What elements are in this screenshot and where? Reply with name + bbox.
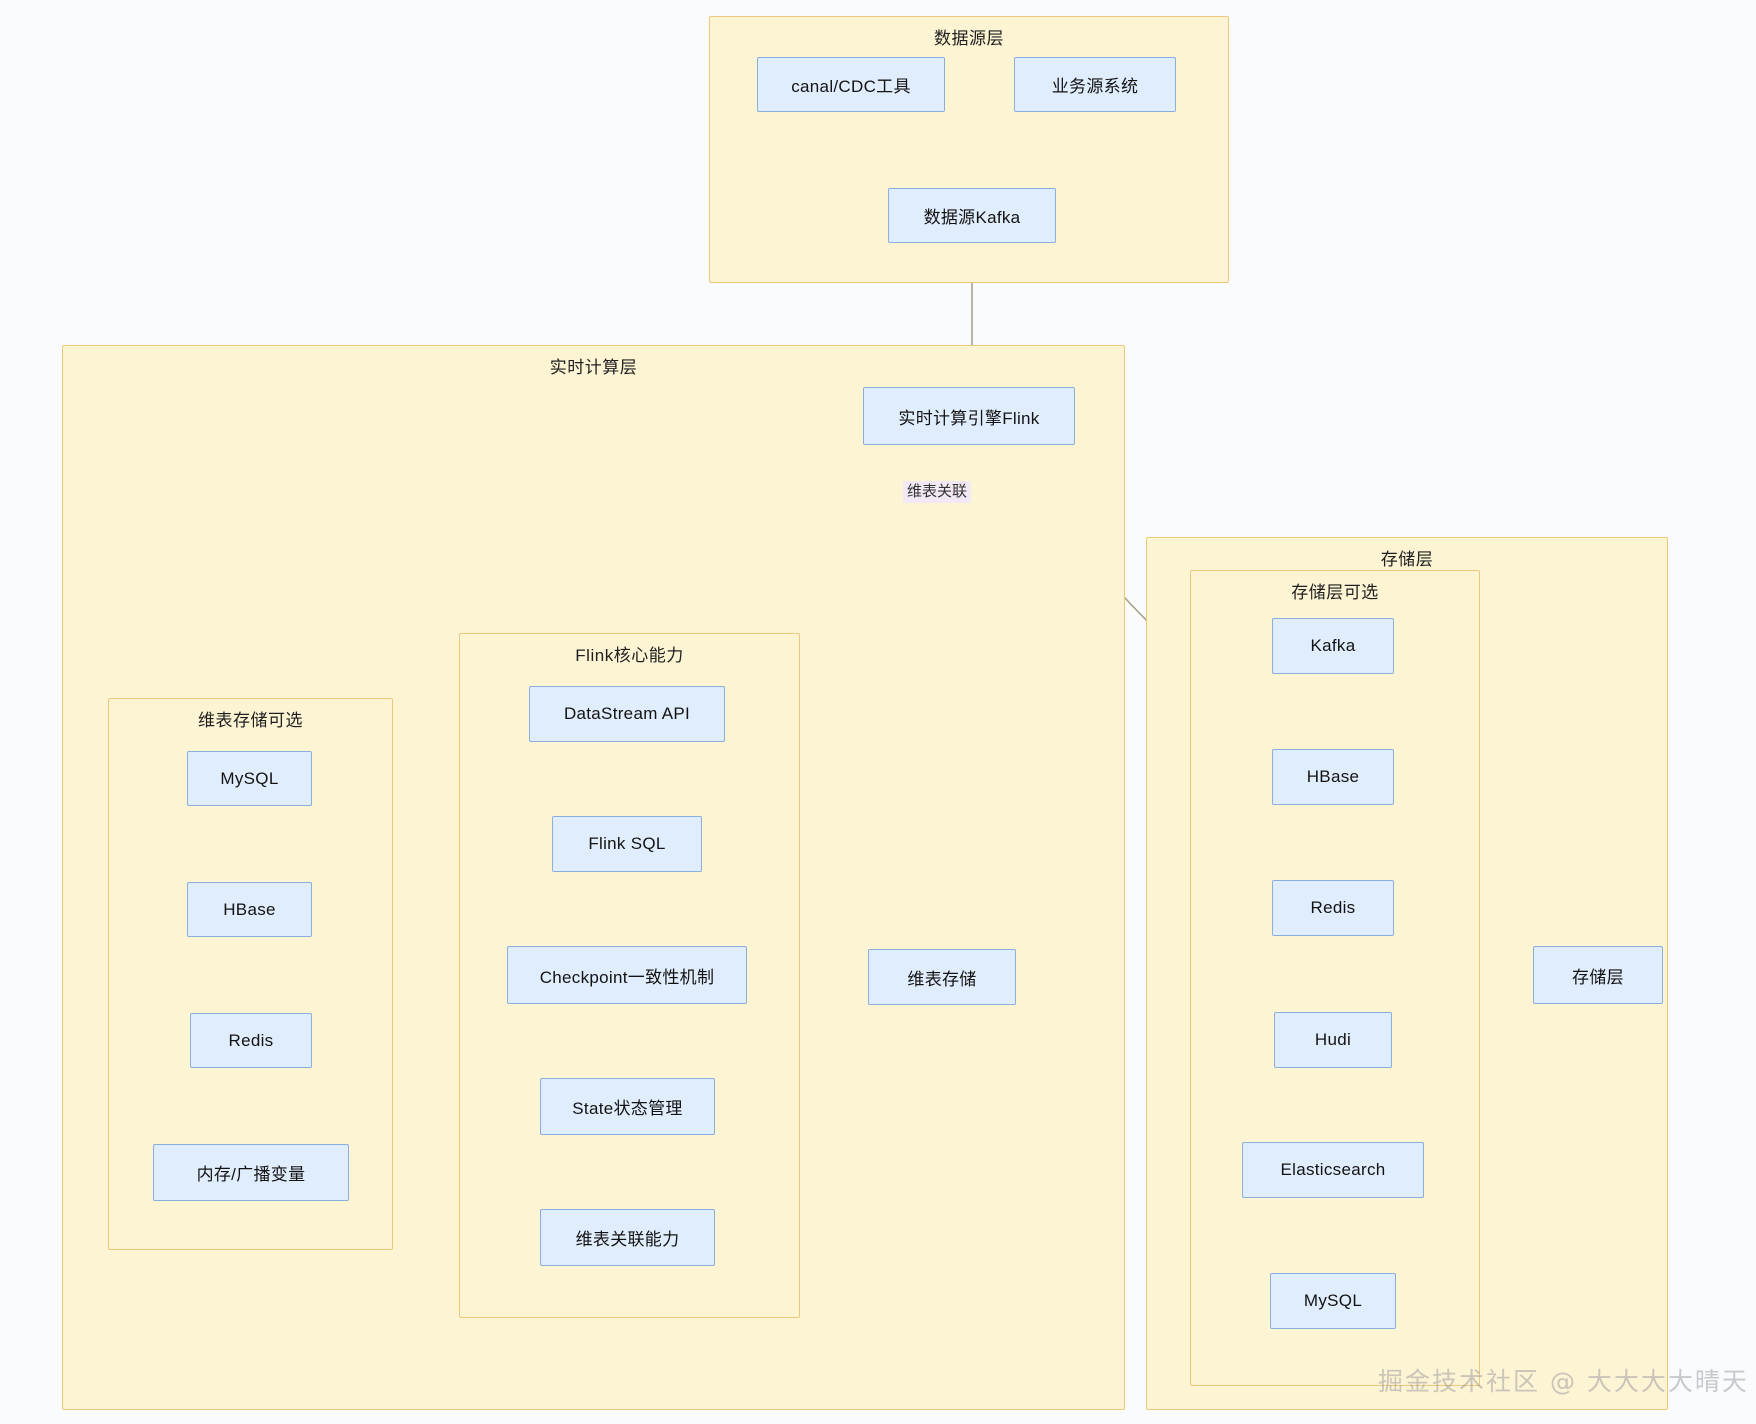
node-dim-mysql[interactable]: MySQL — [187, 751, 312, 806]
node-storage-kafka-label: Kafka — [1310, 636, 1356, 655]
node-flink-state-label: State状态管理 — [572, 1099, 683, 1118]
node-storage-target[interactable]: 存储层 — [1533, 946, 1663, 1004]
node-flink-datastream[interactable]: DataStream API — [529, 686, 725, 742]
node-source-kafka-label: 数据源Kafka — [923, 208, 1021, 227]
node-canal-cdc[interactable]: canal/CDC工具 — [757, 57, 945, 112]
node-dim-hbase[interactable]: HBase — [187, 882, 312, 937]
node-flink-dimjoin-label: 维表关联能力 — [575, 1230, 680, 1249]
cluster-flink-core-title: Flink核心能力 — [575, 646, 684, 665]
node-flink-sql-label: Flink SQL — [588, 834, 666, 853]
node-storage-hudi[interactable]: Hudi — [1274, 1012, 1392, 1068]
node-biz-source[interactable]: 业务源系统 — [1014, 57, 1176, 112]
edge-label-dim-join-text: 维表关联 — [907, 483, 968, 500]
node-storage-redis-label: Redis — [1310, 898, 1356, 917]
node-dim-memory[interactable]: 内存/广播变量 — [153, 1144, 349, 1201]
node-storage-hudi-label: Hudi — [1314, 1030, 1352, 1049]
node-dim-mysql-label: MySQL — [220, 768, 279, 788]
node-source-kafka[interactable]: 数据源Kafka — [888, 188, 1056, 243]
node-dim-hbase-label: HBase — [223, 899, 276, 919]
node-dim-storage[interactable]: 维表存储 — [868, 949, 1016, 1005]
node-storage-elasticsearch-label: Elasticsearch — [1280, 1160, 1386, 1179]
node-storage-redis[interactable]: Redis — [1272, 880, 1394, 936]
node-flink-sql[interactable]: Flink SQL — [552, 816, 702, 872]
node-biz-source-label: 业务源系统 — [1051, 77, 1139, 96]
node-flink-state[interactable]: State状态管理 — [540, 1078, 715, 1135]
edge-label-dim-join: 维表关联 — [903, 481, 972, 503]
node-flink-checkpoint-label: Checkpoint一致性机制 — [539, 967, 715, 987]
cluster-storage-options: 存储层可选 — [1190, 570, 1480, 1386]
cluster-dim-storage-options-title: 维表存储可选 — [198, 711, 303, 730]
cluster-source-layer-title: 数据源层 — [934, 29, 1004, 48]
watermark: 掘金技术社区 @ 大大大大晴天 — [1378, 1362, 1749, 1398]
node-canal-cdc-label: canal/CDC工具 — [791, 77, 911, 96]
node-flink-engine[interactable]: 实时计算引擎Flink — [863, 387, 1075, 445]
node-storage-hbase-label: HBase — [1306, 767, 1360, 786]
node-storage-elasticsearch[interactable]: Elasticsearch — [1242, 1142, 1424, 1198]
node-dim-memory-label: 内存/广播变量 — [196, 1165, 306, 1184]
node-storage-target-label: 存储层 — [1572, 967, 1624, 987]
cluster-storage-layer-title: 存储层 — [1380, 550, 1434, 569]
watermark-text: 掘金技术社区 @ 大大大大晴天 — [1378, 1367, 1749, 1396]
cluster-compute-layer-title: 实时计算层 — [549, 358, 638, 377]
node-storage-hbase[interactable]: HBase — [1272, 749, 1394, 805]
node-storage-mysql-label: MySQL — [1303, 1291, 1363, 1310]
node-dim-storage-label: 维表存储 — [907, 969, 977, 989]
node-storage-kafka[interactable]: Kafka — [1272, 618, 1394, 674]
node-dim-redis[interactable]: Redis — [190, 1013, 312, 1068]
node-flink-datastream-label: DataStream API — [563, 704, 691, 723]
node-flink-dimjoin[interactable]: 维表关联能力 — [540, 1209, 715, 1266]
node-dim-redis-label: Redis — [228, 1030, 274, 1050]
node-flink-checkpoint[interactable]: Checkpoint一致性机制 — [507, 946, 747, 1004]
node-flink-engine-label: 实时计算引擎Flink — [898, 408, 1040, 428]
node-storage-mysql[interactable]: MySQL — [1270, 1273, 1396, 1329]
cluster-storage-options-title: 存储层可选 — [1291, 583, 1379, 602]
